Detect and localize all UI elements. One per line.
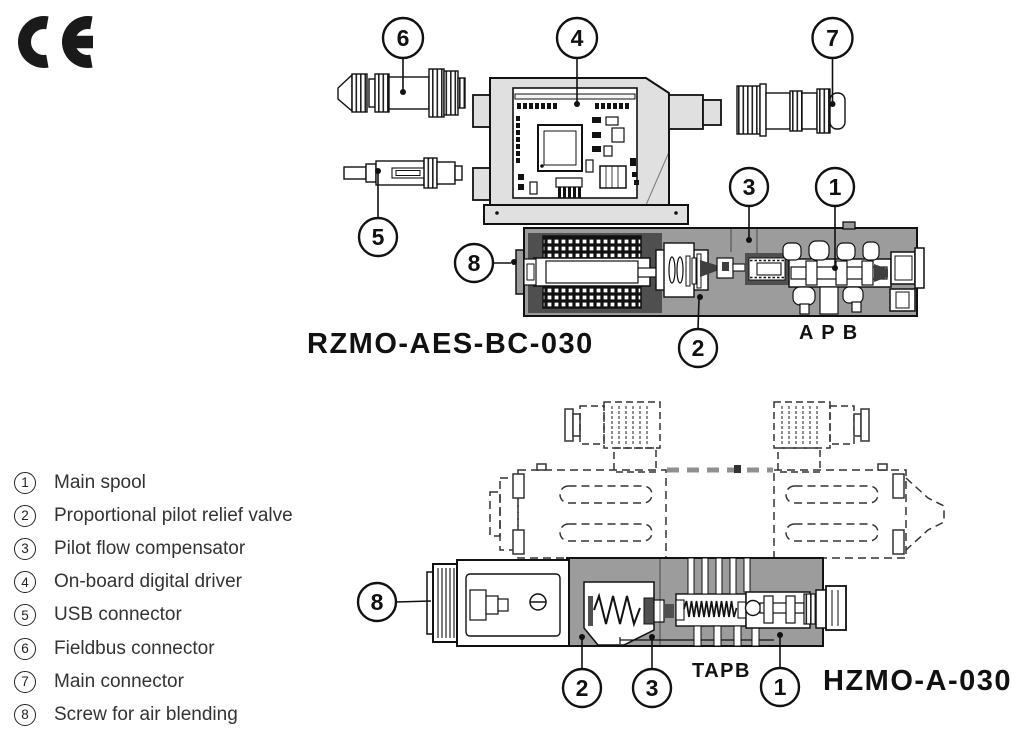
callout-relief-valve-bottom: 2 [576, 675, 589, 701]
ghost-right-connector-icon [773, 401, 870, 473]
legend-label: Main spool [54, 471, 146, 493]
circuit-board [512, 87, 639, 199]
callout-main-connector: 7 [826, 25, 839, 51]
ghost-left-solenoid [489, 469, 667, 559]
legend-number: 1 [14, 471, 36, 494]
callout-circles: 6 4 7 5 3 1 2 8 8 2 3 1 [356, 16, 856, 709]
legend-label: USB connector [54, 604, 182, 626]
hzmo-port-galleries [687, 557, 760, 647]
legend-number: 7 [14, 670, 36, 693]
digital-driver-housing [472, 77, 722, 225]
fieldbus-connector-icon [337, 68, 466, 118]
legend-number: 2 [14, 504, 36, 527]
ghost-left-connector-icon [564, 401, 661, 473]
hzmo-valve-cross-section [426, 557, 847, 647]
legend-label: Pilot flow compensator [54, 537, 246, 559]
legend-item-air-screw: 8 Screw for air blending [14, 698, 293, 731]
component-legend: 1 Main spool 2 Proportional pilot relief… [14, 466, 293, 732]
legend-number: 5 [14, 604, 36, 627]
legend-label: Main connector [54, 670, 184, 692]
hzmo-ports-label: TAPB [692, 660, 751, 682]
legend-number: 3 [14, 537, 36, 560]
legend-item-usb-connector: 5 USB connector [14, 599, 293, 632]
legend-item-digital-driver: 4 On-board digital driver [14, 566, 293, 599]
usb-connector-icon [343, 157, 463, 189]
ghost-right-solenoid [773, 469, 945, 559]
legend-number: 8 [14, 703, 36, 726]
callout-compensator-bottom: 3 [646, 675, 659, 701]
callout-fieldbus: 6 [397, 25, 410, 51]
callout-main-spool-bottom: 1 [774, 674, 787, 700]
callout-air-screw-bottom: 8 [371, 589, 384, 615]
callout-main-spool-top: 1 [829, 174, 842, 200]
callout-driver: 4 [571, 25, 584, 51]
ce-mark-icon [18, 16, 93, 68]
callout-relief-valve-top: 2 [692, 335, 705, 361]
rzmo-ports-label: A P B [799, 322, 859, 344]
ghost-directional-valve [489, 401, 945, 559]
legend-item-compensator: 3 Pilot flow compensator [14, 532, 293, 565]
callout-usb: 5 [372, 224, 385, 250]
legend-item-fieldbus-connector: 6 Fieldbus connector [14, 632, 293, 665]
legend-label: On-board digital driver [54, 571, 242, 593]
legend-label: Screw for air blending [54, 703, 238, 725]
legend-number: 4 [14, 571, 36, 594]
hzmo-model-label: HZMO-A-030 [823, 665, 1012, 697]
legend-item-main-spool: 1 Main spool [14, 466, 293, 499]
callout-compensator-top: 3 [743, 174, 756, 200]
main-connector-icon [736, 83, 846, 137]
legend-item-main-connector: 7 Main connector [14, 665, 293, 698]
legend-label: Fieldbus connector [54, 637, 215, 659]
legend-item-relief-valve: 2 Proportional pilot relief valve [14, 499, 293, 532]
rzmo-model-label: RZMO-AES-BC-030 [307, 328, 594, 360]
callout-air-screw-top: 8 [468, 250, 481, 276]
callout-leader-lines [375, 58, 838, 669]
legend-label: Proportional pilot relief valve [54, 504, 293, 526]
rzmo-valve-cross-section [515, 221, 925, 317]
legend-number: 6 [14, 637, 36, 660]
